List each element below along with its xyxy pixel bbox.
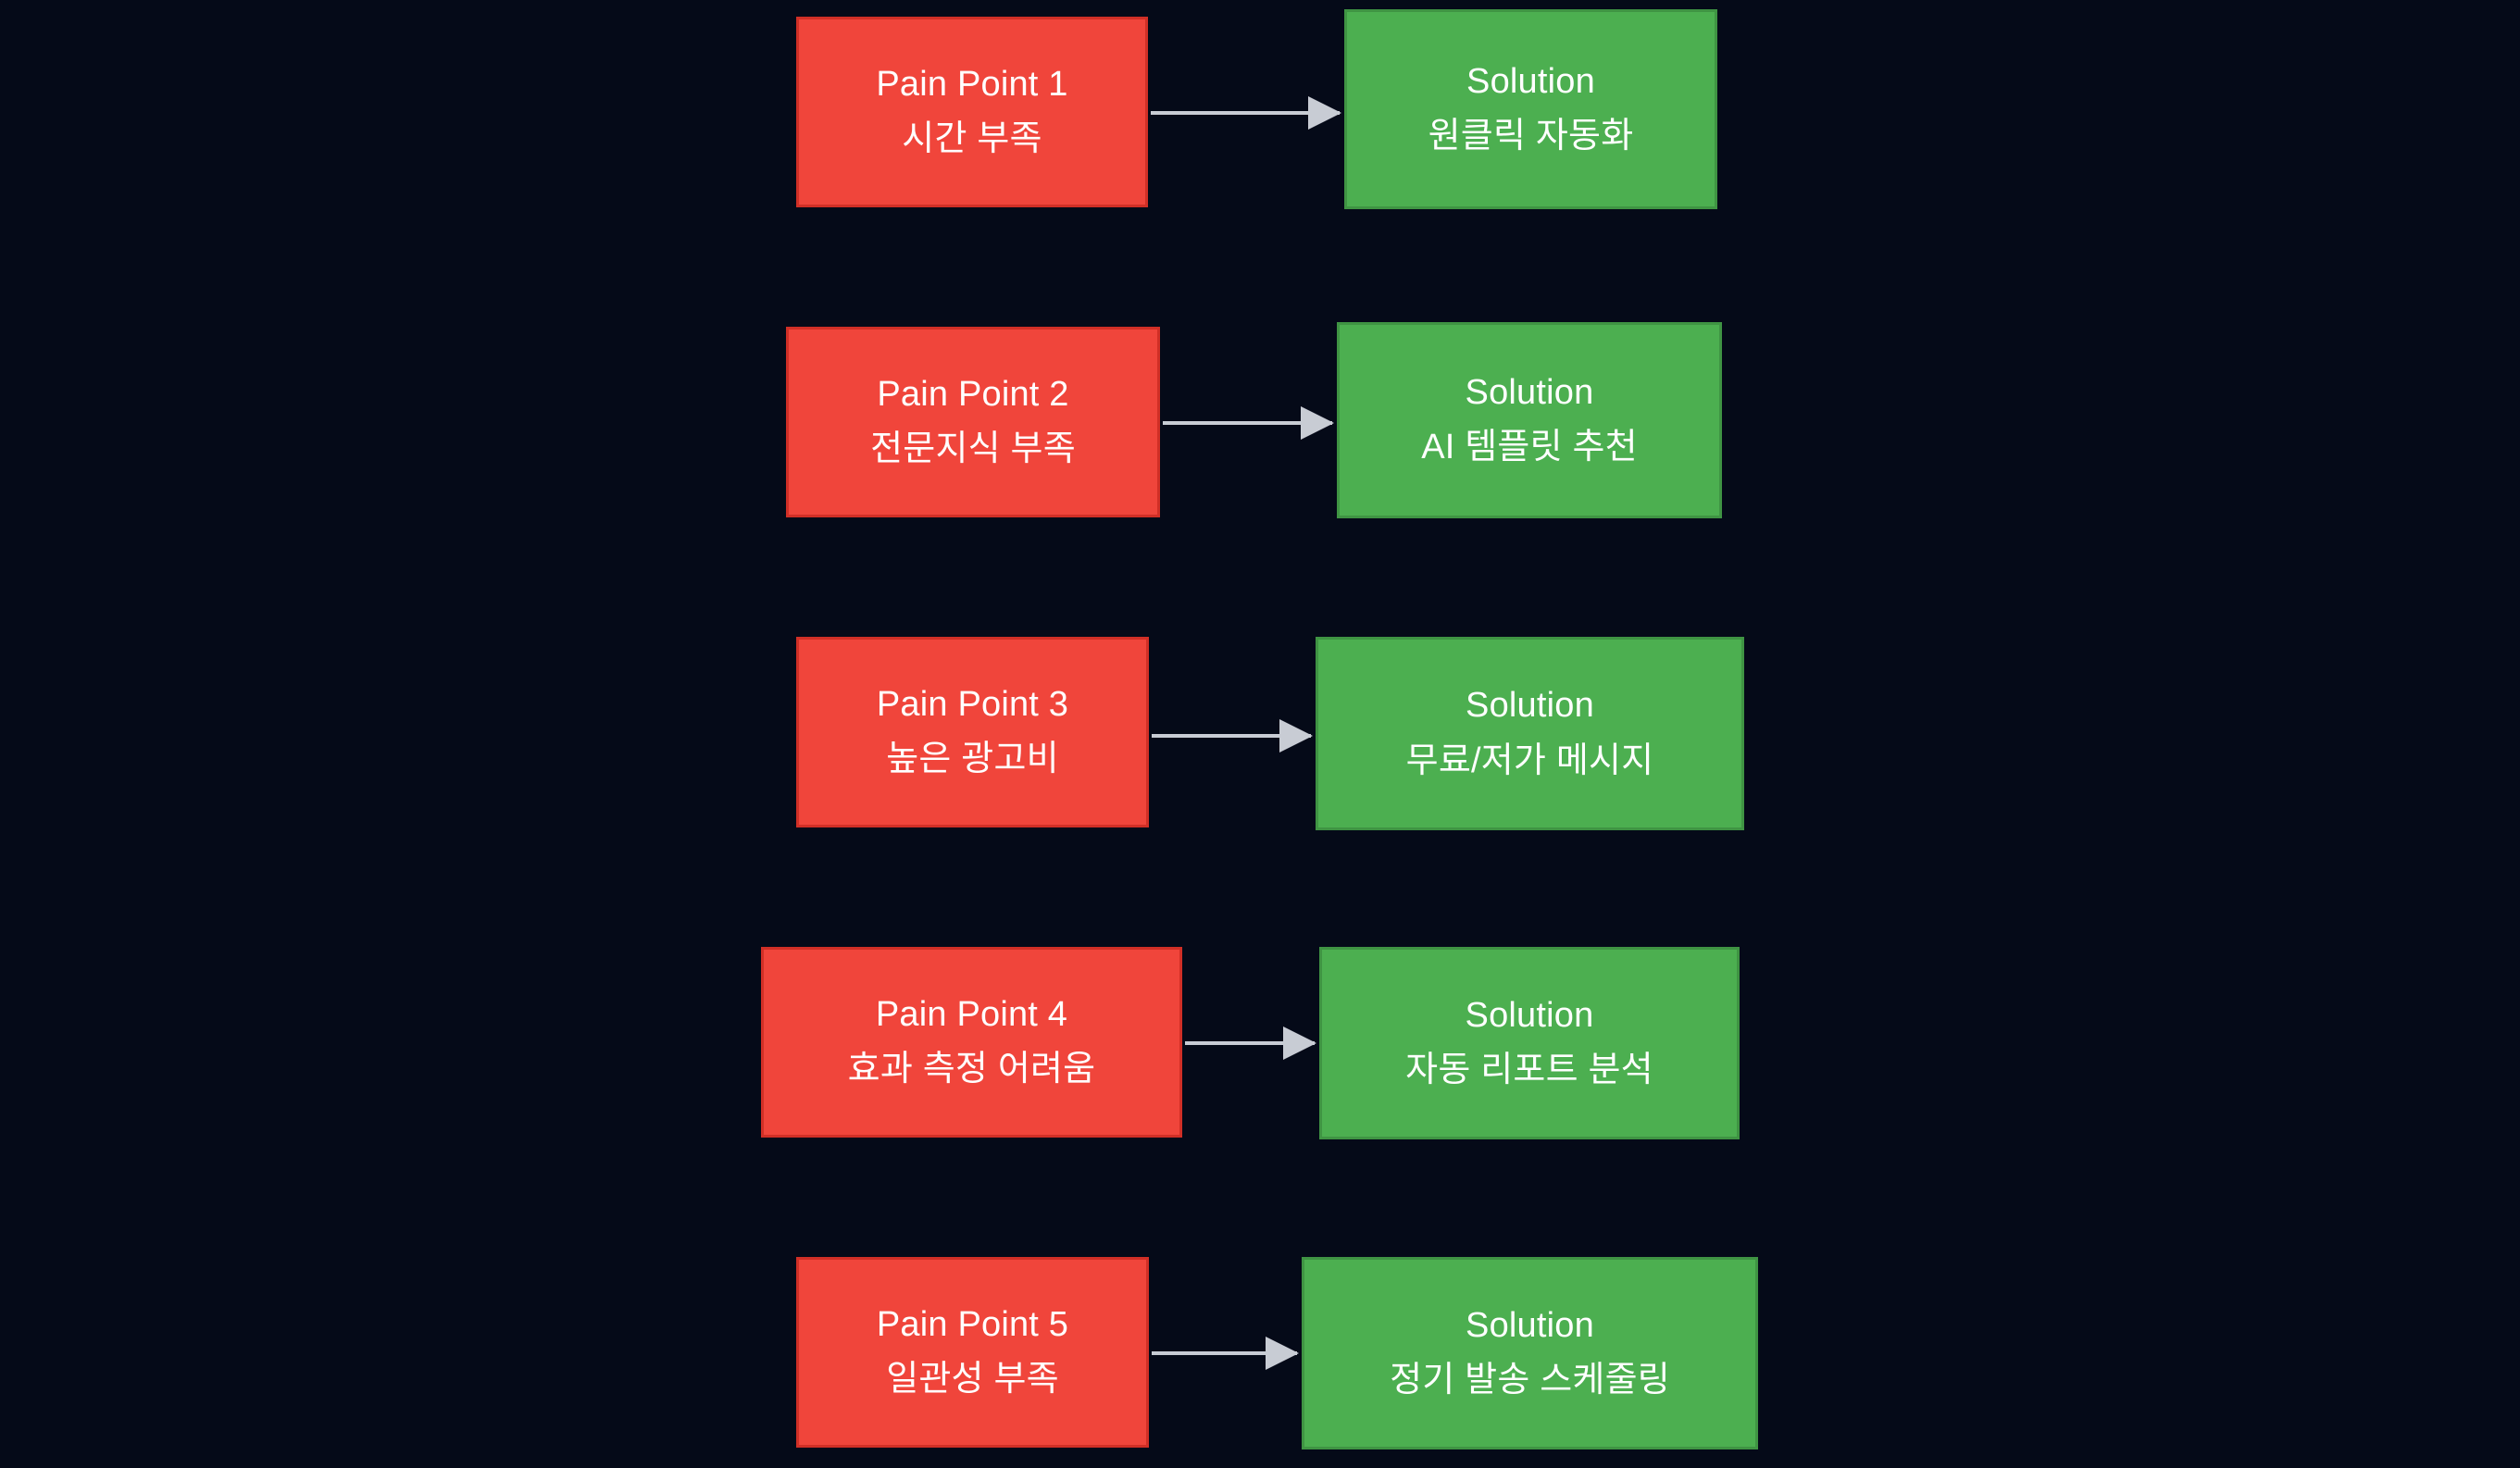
solution-title-3: Solution [1466,686,1594,726]
pain-point-subtitle-1: 시간 부족 [902,119,1042,158]
solution-title-1: Solution [1466,61,1595,101]
solution-title-5: Solution [1466,1305,1594,1345]
pain-point-title-5: Pain Point 5 [876,1304,1069,1344]
pain-point-subtitle-3: 높은 광고비 [886,740,1059,778]
pain-point-title-4: Pain Point 4 [875,994,1068,1034]
pain-point-subtitle-5: 일관성 부족 [886,1360,1059,1399]
pain-point-subtitle-4: 효과 측정 어려움 [847,1050,1096,1089]
solution-node-5[interactable]: Solution 정기 발송 스케줄링 [1302,1257,1758,1449]
pain-point-node-1[interactable]: Pain Point 1 시간 부족 [796,17,1148,207]
solution-subtitle-3: 무료/저가 메시지 [1405,740,1654,780]
pain-point-title-2: Pain Point 2 [877,374,1069,414]
solution-node-3[interactable]: Solution 무료/저가 메시지 [1316,637,1744,830]
pain-point-subtitle-2: 전문지식 부족 [870,429,1076,468]
solution-subtitle-5: 정기 발송 스케줄링 [1390,1361,1670,1400]
solution-title-4: Solution [1465,995,1594,1035]
pain-point-node-2[interactable]: Pain Point 2 전문지식 부족 [786,327,1160,517]
pain-point-title-3: Pain Point 3 [876,684,1069,724]
solution-node-4[interactable]: Solution 자동 리포트 분석 [1319,947,1740,1139]
solution-title-2: Solution [1465,372,1594,412]
pain-point-node-4[interactable]: Pain Point 4 효과 측정 어려움 [761,947,1182,1138]
solution-node-1[interactable]: Solution 원클릭 자동화 [1344,9,1717,209]
pain-point-node-3[interactable]: Pain Point 3 높은 광고비 [796,637,1149,827]
solution-subtitle-1: 원클릭 자동화 [1428,117,1634,156]
pain-point-node-5[interactable]: Pain Point 5 일관성 부족 [796,1257,1149,1448]
solution-node-2[interactable]: Solution AI 템플릿 추천 [1337,322,1722,518]
solution-subtitle-2: AI 템플릿 추천 [1421,428,1638,467]
pain-point-title-1: Pain Point 1 [876,64,1068,104]
solution-subtitle-4: 자동 리포트 분석 [1405,1051,1653,1089]
